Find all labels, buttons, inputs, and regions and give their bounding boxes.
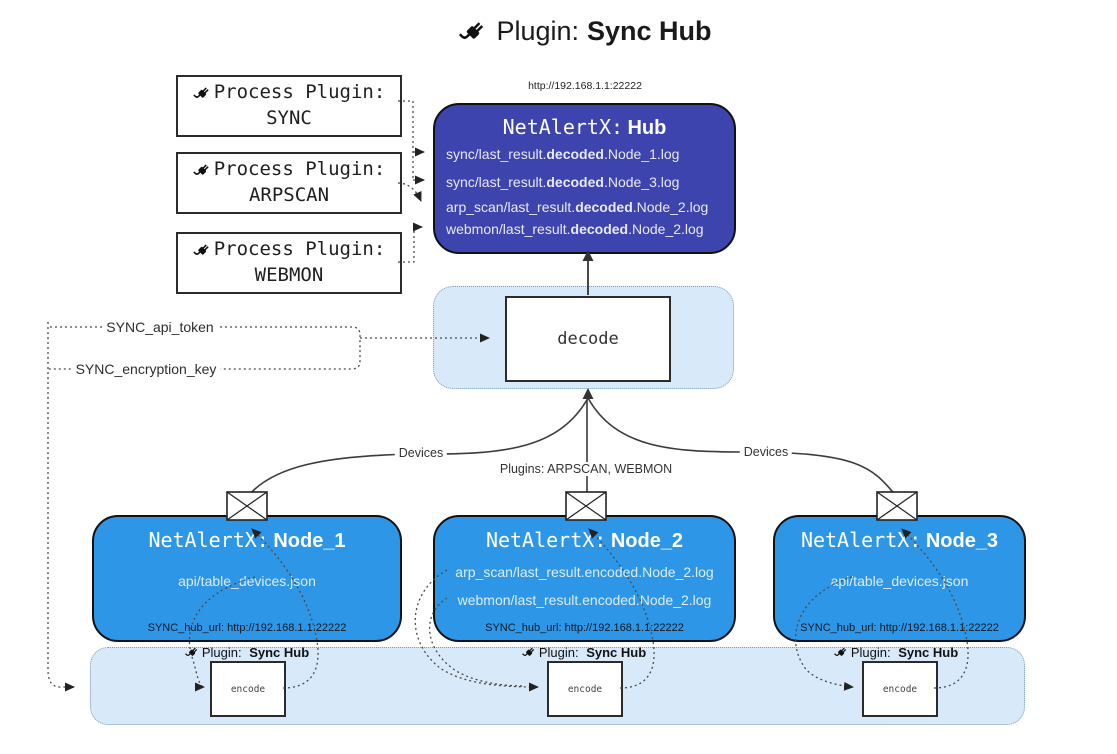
node-hub-url: SYNC_hub_url: http://192.168.1.1:22222 [147,622,347,634]
hub-log-line: sync/last_result.decoded.Node_3.log [446,174,680,190]
page-title-prefix: Plugin: [496,16,580,46]
devices-edge-label-left: Devices [394,446,448,460]
node-box-node-2: NetAlertX: Node_2 arp_scan/last_result.e… [433,515,736,642]
node-to-decode-curves [247,397,897,497]
encode-box: encode [547,661,623,717]
node-title: NetAlertX: Node_2 [485,528,684,552]
plug-icon [193,84,212,103]
plug-icon [185,645,200,660]
node-file-line: webmon/last_result.encoded.Node_2.log [457,592,712,608]
hub-title-name: Hub [627,117,667,139]
sync-api-token-label: SYNC_api_token [102,319,218,335]
node-title: NetAlertX: Node_3 [800,528,999,552]
hub-title: NetAlertX: Hub [435,115,734,140]
encode-box: encode [210,661,286,717]
process-plugin-box-arpscan: Process Plugin: ARPSCAN [176,152,402,214]
decode-entry-arrow [582,388,594,399]
plug-icon [458,17,488,47]
devices-edge-label-right: Devices [739,445,793,459]
process-plugin-name: ARPSCAN [248,184,330,206]
node-box-node-1: NetAlertX: Node_1 api/table_devices.json… [92,515,402,642]
plug-icon [522,645,537,660]
node-hub-url: SYNC_hub_url: http://192.168.1.1:22222 [485,622,684,634]
hub-box: NetAlertX: Hub sync/last_result.decoded.… [433,103,736,254]
process-plugin-label: Process Plugin: [213,158,386,181]
process-plugin-name: WEBMON [254,264,324,286]
page-title: Plugin: Sync Hub [458,16,712,47]
plug-icon [834,645,849,660]
node-box-node-3: NetAlertX: Node_3 api/table_devices.json… [773,515,1026,642]
encoder-caption: Plugin: Sync Hub [522,645,646,660]
hub-log-line: webmon/last_result.decoded.Node_2.log [446,221,704,237]
encoder-caption: Plugin: Sync Hub [185,645,309,660]
plug-icon [193,161,212,180]
plug-icon [193,241,212,260]
process-plugin-label: Process Plugin: [213,238,386,261]
node-file-line: api/table_devices.json [830,573,969,589]
process-plugin-name: SYNC [266,107,312,129]
process-plugin-box-webmon: Process Plugin: WEBMON [176,232,402,294]
node-hub-url: SYNC_hub_url: http://192.168.1.1:22222 [800,622,999,634]
hub-title-prefix: NetAlertX: [502,115,624,139]
sync-encryption-key-label: SYNC_encryption_key [71,361,221,377]
hub-log-line: sync/last_result.decoded.Node_1.log [446,146,680,162]
hub-log-line: arp_scan/last_result.decoded.Node_2.log [446,199,709,215]
encoder-caption: Plugin: Sync Hub [834,645,958,660]
node-file-line: api/table_devices.json [178,573,316,589]
process-plugin-label: Process Plugin: [213,81,386,104]
hub-url-label: http://192.168.1.1:22222 [528,80,642,92]
encode-box: encode [862,661,938,717]
node-title: NetAlertX: Node_1 [148,528,346,552]
page-title-name: Sync Hub [587,16,712,46]
plugins-edge-label: Plugins: ARPSCAN, WEBMON [495,462,677,476]
process-plugin-box-sync: Process Plugin: SYNC [176,75,402,137]
decode-box: decode [505,296,671,382]
node-file-line: arp_scan/last_result.encoded.Node_2.log [455,564,714,580]
